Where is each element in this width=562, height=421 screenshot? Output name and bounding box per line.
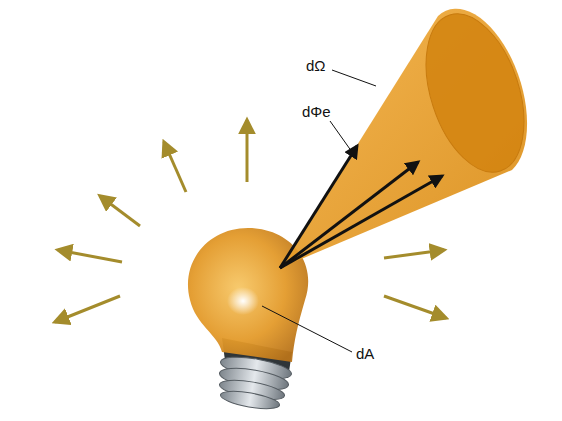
bulb-glass — [188, 228, 308, 362]
flux-arrows — [280, 146, 442, 268]
leader-lines — [262, 70, 376, 352]
symbol-label: dA — [356, 346, 374, 361]
solid-angle-cone — [280, 1, 542, 268]
symbol-label: dΩ — [306, 58, 326, 73]
symbol-label: dΦe — [302, 104, 331, 119]
